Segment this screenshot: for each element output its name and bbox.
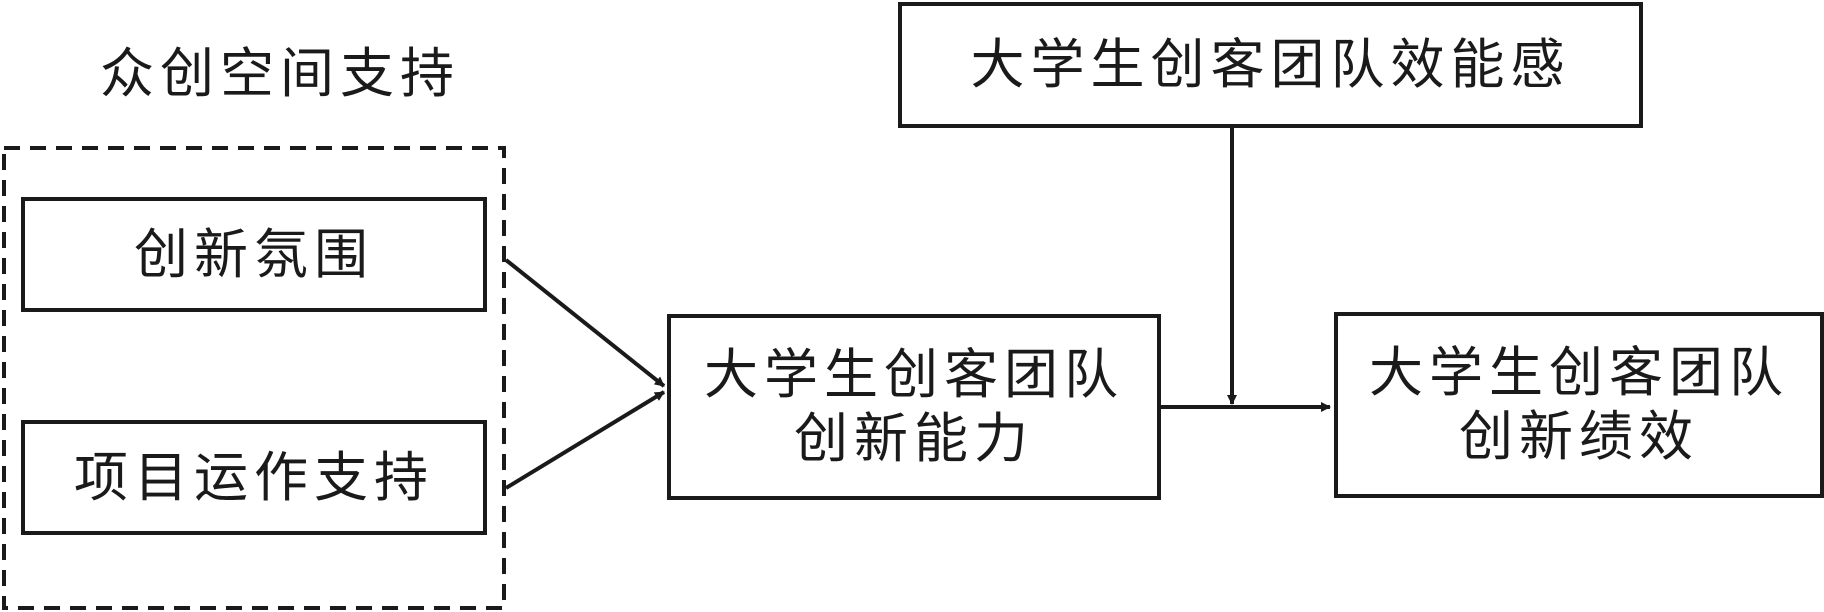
node-innovation-performance-line-2: 创新绩效 bbox=[1459, 405, 1699, 468]
node-project-support: 项目运作支持 bbox=[21, 420, 487, 535]
node-innovation-ability: 大学生创客团队 创新能力 bbox=[667, 314, 1161, 500]
node-innovation-ability-line-2: 创新能力 bbox=[794, 407, 1034, 470]
group-dashed-border bbox=[2, 146, 506, 610]
node-innovation-performance: 大学生创客团队 创新绩效 bbox=[1334, 312, 1824, 498]
node-team-efficacy-label: 大学生创客团队效能感 bbox=[970, 33, 1571, 96]
arrow-support-to-ability bbox=[504, 390, 666, 490]
node-innovation-ability-line-1: 大学生创客团队 bbox=[704, 343, 1124, 406]
node-team-efficacy: 大学生创客团队效能感 bbox=[898, 2, 1643, 128]
arrow-atmosphere-to-ability bbox=[504, 258, 666, 388]
group-title: 众创空间支持 bbox=[100, 42, 460, 105]
node-project-support-label: 项目运作支持 bbox=[74, 445, 434, 509]
node-innovation-atmosphere-label: 创新氛围 bbox=[134, 222, 374, 286]
node-innovation-performance-line-1: 大学生创客团队 bbox=[1369, 341, 1789, 404]
node-innovation-atmosphere: 创新氛围 bbox=[21, 197, 487, 312]
